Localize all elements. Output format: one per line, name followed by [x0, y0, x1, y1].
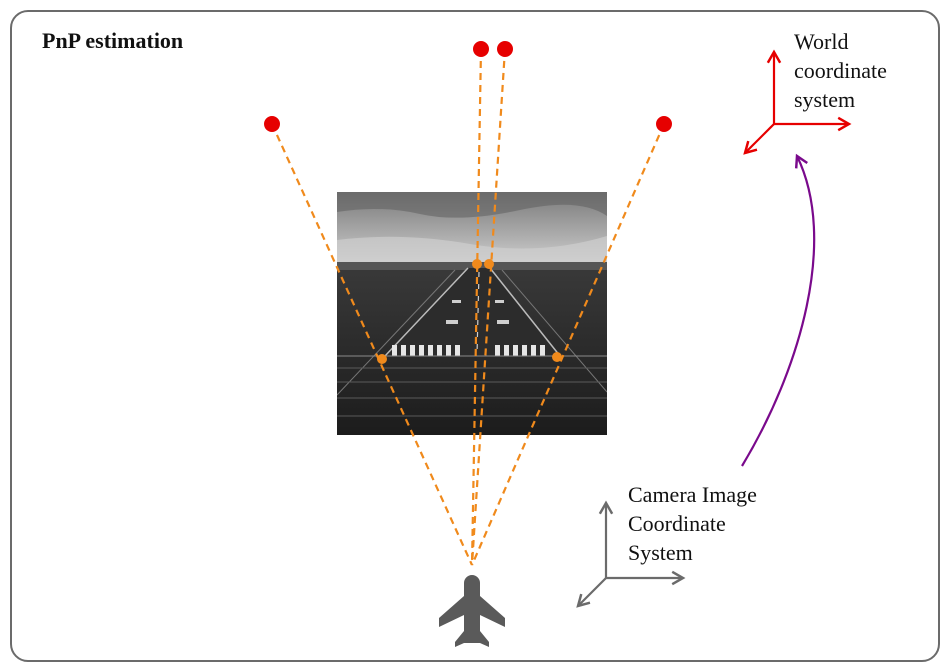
world-point-center-right — [497, 41, 513, 57]
keypoint-near-left — [377, 354, 387, 364]
world-coordinate-label: World coordinate system — [794, 27, 887, 114]
camera-axis-z — [576, 577, 607, 608]
diagram-title: PnP estimation — [42, 28, 184, 53]
world-point-right — [656, 116, 672, 132]
world-point-left — [264, 116, 280, 132]
airplane-icon — [439, 575, 505, 647]
world-label-line: coordinate — [794, 58, 887, 83]
world-label-line: World — [794, 29, 849, 54]
world-axis-z — [743, 123, 775, 155]
projection-rays — [270, 48, 666, 566]
ray-left — [270, 123, 474, 566]
runway-image — [337, 192, 607, 435]
keypoint-far-right — [484, 259, 494, 269]
camera-label-line: Coordinate — [628, 511, 726, 536]
world-axes — [743, 49, 852, 155]
world-point-center-left — [473, 41, 489, 57]
camera-coordinate-label: Camera Image Coordinate System — [628, 480, 757, 567]
camera-label-line: Camera Image — [628, 482, 757, 507]
world-label-line: system — [794, 87, 856, 112]
keypoint-far-left — [472, 259, 482, 269]
image-keypoints — [377, 259, 562, 364]
world-points — [264, 41, 672, 132]
camera-label-line: System — [628, 540, 693, 565]
camera-axes — [576, 500, 686, 608]
keypoint-near-right — [552, 352, 562, 362]
ray-center-right — [470, 48, 507, 566]
ray-center-left — [470, 48, 483, 566]
ray-right — [470, 123, 666, 566]
transform-arrow — [741, 153, 816, 467]
